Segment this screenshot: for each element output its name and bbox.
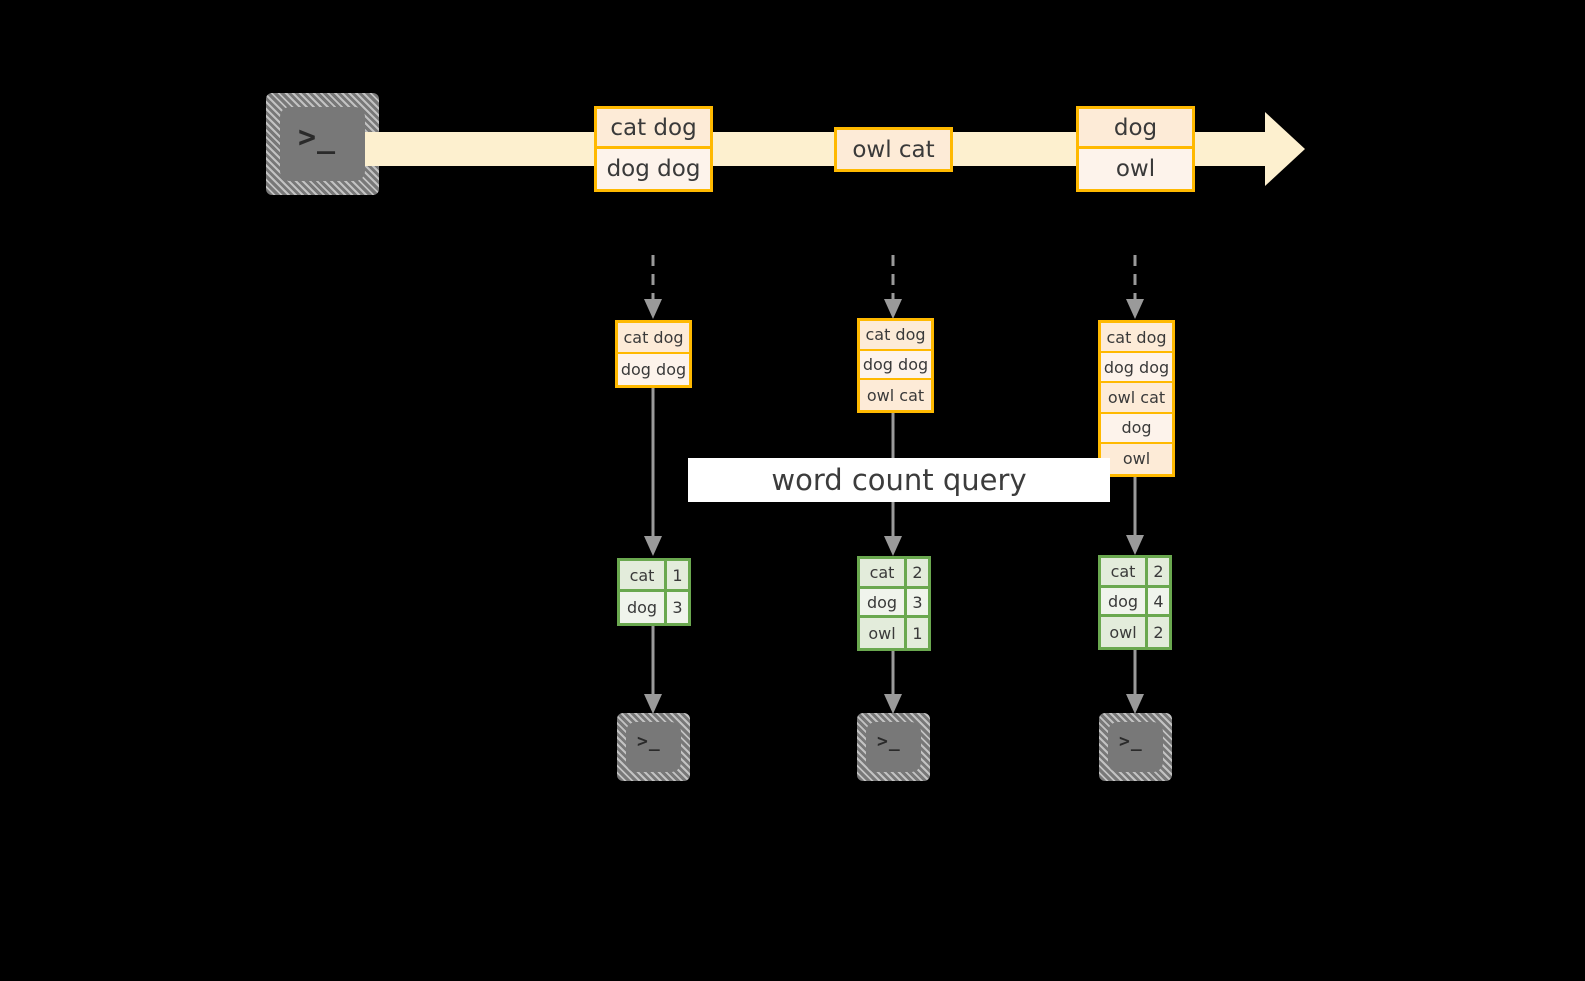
stage-3-accumulated-box: cat dog dog dog owl cat dog owl — [1098, 320, 1175, 477]
result-word: owl — [1101, 617, 1148, 648]
terminal-prompt-glyph: >_ — [1119, 731, 1143, 752]
banner-label: word count query — [771, 463, 1027, 497]
result-count: 3 — [672, 598, 683, 617]
stream-arrow-icon — [1265, 112, 1305, 186]
stage-3-query-connector — [1120, 477, 1150, 557]
result-count: 1 — [912, 623, 923, 643]
stream-message-batch-2: owl cat — [834, 127, 953, 172]
result-word: dog — [620, 592, 667, 623]
stage-2-accumulated-box: cat dog dog dog owl cat — [857, 318, 934, 413]
stage-1-sink-terminal-icon: >_ — [617, 713, 690, 781]
stage-1-dashed-connector — [638, 255, 668, 321]
result-row: dog 3 — [860, 588, 928, 619]
result-word: cat — [860, 559, 907, 586]
result-count: 1 — [672, 565, 683, 585]
stage-2-sink-terminal-icon: >_ — [857, 713, 930, 781]
terminal-screen — [280, 107, 365, 181]
stream-message-batch-3: dog owl — [1076, 106, 1195, 192]
stream-message-batch-1: cat dog dog dog — [594, 106, 713, 192]
stage-1-query-connector — [638, 388, 668, 558]
accumulated-row: dog dog — [860, 350, 931, 381]
stream-message-row: dog dog — [597, 149, 710, 189]
stage-3-sink-connector — [1120, 650, 1150, 716]
stage-2-sink-connector — [878, 651, 908, 716]
terminal-prompt-glyph: >_ — [298, 120, 337, 155]
accumulated-row: owl cat — [1101, 383, 1172, 414]
result-row: cat 2 — [860, 559, 928, 589]
terminal-prompt-glyph: >_ — [877, 731, 901, 752]
result-word: dog — [1101, 587, 1148, 615]
terminal-screen — [626, 722, 681, 772]
stage-1-accumulated-box: cat dog dog dog — [615, 320, 692, 388]
stream-message-row: owl cat — [837, 130, 950, 169]
result-count: 2 — [1153, 622, 1164, 642]
result-row: dog 4 — [1101, 587, 1169, 618]
stage-3-sink-terminal-icon: >_ — [1099, 713, 1172, 781]
stage-2-dashed-connector — [878, 255, 908, 321]
accumulated-row: cat dog — [860, 321, 931, 351]
result-count: 2 — [1153, 561, 1164, 581]
stage-1-sink-connector — [638, 626, 668, 716]
stage-2-result-table: cat 2 dog 3 owl 1 — [857, 556, 931, 651]
accumulated-row: dog dog — [1101, 353, 1172, 384]
result-count: 3 — [912, 592, 923, 612]
result-count: 4 — [1153, 591, 1164, 611]
terminal-screen — [1108, 722, 1163, 772]
stage-3-result-table: cat 2 dog 4 owl 2 — [1098, 555, 1172, 650]
result-row: owl 1 — [860, 618, 928, 649]
accumulated-row: dog — [1101, 413, 1172, 444]
stage-1-result-table: cat 1 dog 3 — [617, 558, 691, 626]
result-row: cat 2 — [1101, 558, 1169, 588]
result-count: 2 — [912, 562, 923, 582]
stream-message-row: cat dog — [597, 109, 710, 149]
result-row: owl 2 — [1101, 617, 1169, 648]
terminal-prompt-glyph: >_ — [637, 731, 661, 752]
accumulated-row: dog dog — [618, 354, 689, 385]
terminal-screen — [866, 722, 921, 772]
stage-3-dashed-connector — [1120, 255, 1150, 321]
source-terminal-icon: >_ — [266, 93, 379, 195]
accumulated-row: owl — [1101, 443, 1172, 474]
stream-message-row: dog — [1079, 109, 1192, 149]
result-word: dog — [860, 588, 907, 616]
accumulated-row: cat dog — [1101, 323, 1172, 354]
result-row: cat 1 — [620, 561, 688, 592]
stream-message-row: owl — [1079, 149, 1192, 189]
word-count-query-banner: word count query — [688, 458, 1110, 502]
result-word: cat — [620, 561, 667, 589]
result-word: owl — [860, 618, 907, 649]
result-row: dog 3 — [620, 592, 688, 623]
accumulated-row: owl cat — [860, 380, 931, 411]
accumulated-row: cat dog — [618, 323, 689, 354]
result-word: cat — [1101, 558, 1148, 585]
